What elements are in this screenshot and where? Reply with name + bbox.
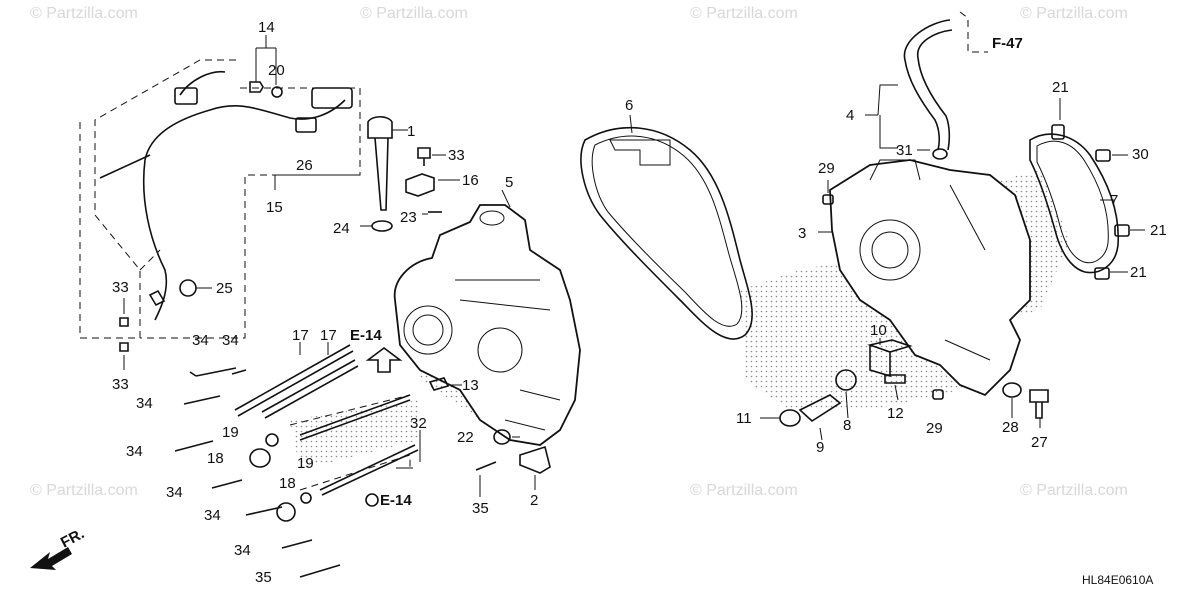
callout-18b: 18: [279, 475, 296, 492]
callout-15: 15: [266, 199, 283, 216]
callout-2: 2: [530, 492, 538, 509]
callout-21a: 21: [1052, 79, 1069, 96]
callout-23: 23: [400, 209, 417, 226]
callout-27: 27: [1031, 434, 1048, 451]
callout-34c: 34: [136, 395, 153, 412]
callout-29a: 29: [818, 160, 835, 177]
callout-26: 26: [296, 157, 313, 174]
breather-hose: [903, 19, 953, 160]
callout-17b: 17: [320, 327, 337, 344]
callout-29b: 29: [926, 420, 943, 437]
callout-21b: 21: [1150, 222, 1167, 239]
watermark: © Partzilla.com: [1020, 5, 1128, 22]
callout-12: 12: [887, 405, 904, 422]
callout-33a: 33: [112, 279, 129, 296]
callout-34f: 34: [204, 507, 221, 524]
callout-34a: 34: [192, 332, 209, 349]
callout-33c: 33: [448, 147, 465, 164]
watermark: © Partzilla.com: [30, 482, 138, 499]
callout-8: 8: [843, 417, 851, 434]
wire-harness-group: [79, 59, 361, 339]
dipstick: [360, 115, 408, 232]
watermark: © Partzilla.com: [360, 5, 468, 22]
callout-20: 20: [268, 62, 285, 79]
callout-24: 24: [333, 220, 350, 237]
callout-31: 31: [896, 142, 913, 159]
callout-5: 5: [505, 174, 513, 191]
watermark-layer: © Partzilla.com © Partzilla.com © Partzi…: [30, 5, 1128, 499]
gasket-7: [1029, 133, 1120, 274]
callout-9: 9: [816, 439, 824, 456]
callout-30: 30: [1132, 146, 1149, 163]
front-arrow: [30, 547, 72, 570]
crankcase-cover-right: [829, 159, 1031, 397]
callout-33b: 33: [112, 376, 129, 393]
callout-16: 16: [462, 172, 479, 189]
bolt-group: [119, 317, 419, 578]
callout-32: 32: [410, 415, 427, 432]
callout-labels: 1 2 3 4 5 6 7 8 9 10 11 12 13 14 15 16 1…: [112, 19, 1167, 586]
callout-11: 11: [736, 410, 752, 427]
callout-7: 7: [1110, 192, 1118, 209]
callout-22: 22: [457, 429, 474, 446]
callout-34b: 34: [222, 332, 239, 349]
callout-34d: 34: [126, 443, 143, 460]
callout-4: 4: [846, 107, 854, 124]
callout-21c: 21: [1130, 264, 1147, 281]
callout-18a: 18: [207, 450, 224, 467]
callout-17a: 17: [292, 327, 309, 344]
ref-e14-bottom: E-14: [380, 492, 412, 509]
shift-parts: [779, 339, 913, 427]
callout-25: 25: [216, 280, 233, 297]
callout-35a: 35: [472, 500, 489, 517]
watermark: © Partzilla.com: [690, 482, 798, 499]
watermark: © Partzilla.com: [690, 5, 798, 22]
callout-28: 28: [1002, 419, 1019, 436]
ref-e14-top: E-14: [350, 327, 382, 344]
front-label: FR.: [58, 525, 87, 551]
ref-f47: F-47: [992, 35, 1023, 52]
callout-19b: 19: [297, 455, 314, 472]
callout-6: 6: [625, 97, 633, 114]
callout-1: 1: [407, 123, 415, 140]
callout-14: 14: [258, 19, 275, 36]
gasket-6: [580, 126, 753, 340]
callout-19a: 19: [222, 424, 239, 441]
callout-34g: 34: [234, 542, 251, 559]
watermark: © Partzilla.com: [1020, 482, 1128, 499]
callout-13: 13: [462, 377, 479, 394]
crankcase-cover-left: [393, 204, 581, 446]
callout-3: 3: [798, 225, 806, 242]
callout-10: 10: [870, 322, 887, 339]
callout-35b: 35: [255, 569, 272, 586]
watermark: © Partzilla.com: [30, 5, 138, 22]
dowel-pins: [822, 124, 1130, 400]
diagram-code: HL84E0610A: [1082, 573, 1153, 587]
callout-34e: 34: [166, 484, 183, 501]
